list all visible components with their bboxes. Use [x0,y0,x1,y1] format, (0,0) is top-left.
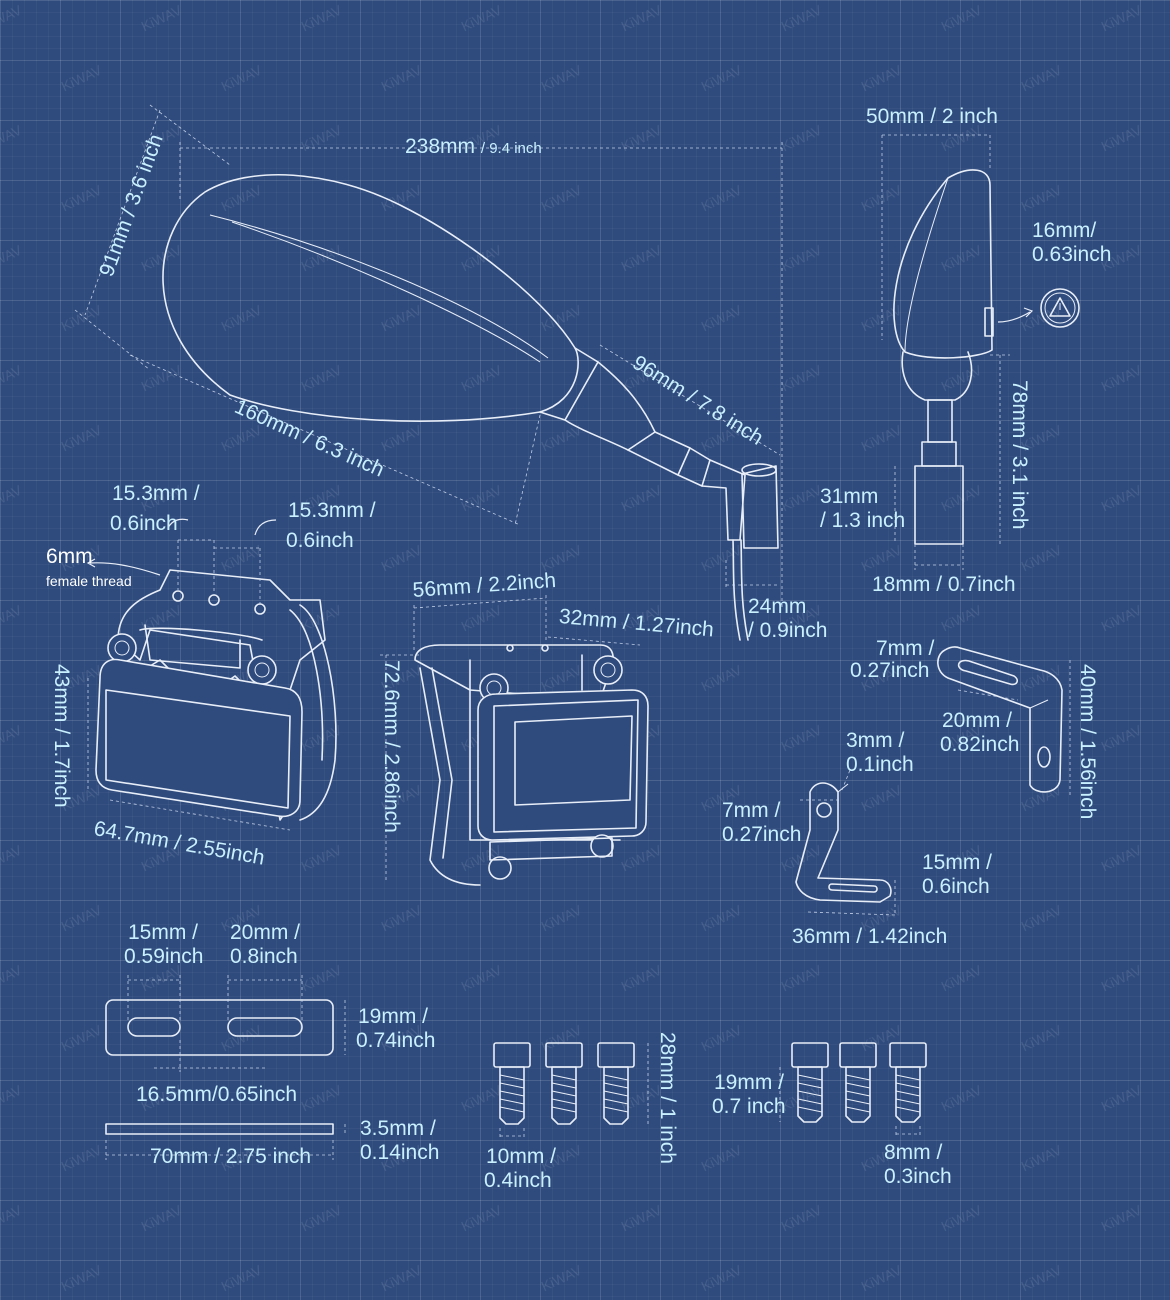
clamp-front-dimension-lines [86,518,291,831]
dim-bracket-small-length: 36mm / 1.42inch [792,925,948,948]
dim-side-thickness: 50mm / 2 inch [866,105,998,128]
dim-plate-slot-left-mm: 15mm / [128,921,199,944]
dim-bracket-slot-length-inch: 0.82inch [940,733,1020,756]
bracket-large [937,646,1063,793]
dim-thread-size: 6mm [46,545,93,568]
dim-side-mount-width: 18mm / 0.7inch [872,573,1016,596]
bracket-large-dimension-lines [957,660,1071,795]
dim-thread-label: female thread [46,573,132,589]
bolts-short [779,1042,927,1138]
mirror-front-view [162,174,779,641]
dim-light-mm: 16mm/ [1032,219,1097,242]
dim-hole-right-mm: 15.3mm / [288,499,376,522]
bolt-short-1 [791,1042,829,1123]
dim-mirror-bolt-mm: 24mm [748,595,807,618]
mounting-plate [105,999,334,1135]
dim-bolt-short-length-inch: 0.7 inch [712,1095,786,1118]
dim-bracket-large-height: 40mm / 1.56inch [1076,664,1099,820]
dim-clamp-side-height: 72.6mm / 2.86inch [380,660,403,833]
dim-plate-slot-right-inch: 0.8inch [230,945,298,968]
bolts-long [493,1042,649,1140]
bolt-short-2 [839,1042,877,1123]
bolt-short-3 [889,1042,927,1123]
dim-light-inch: 0.63inch [1032,243,1112,266]
side-view-dimension-lines [881,134,1010,570]
dim-bracket-small-thickness-inch: 0.1inch [846,753,914,776]
plate-dimension-lines [105,975,346,1160]
bolt-long-1 [493,1042,531,1125]
dim-hole-right-inch: 0.6inch [286,529,354,552]
clamp-side-view [414,644,649,886]
dim-bolt-short-diameter-mm: 8mm / [884,1141,943,1164]
clamp-front-view [95,569,337,821]
dim-plate-slot-right-mm: 20mm / [230,921,301,944]
dim-side-mount-inch: / 1.3 inch [820,509,906,532]
dim-bracket-small-hole-inch: 0.27inch [722,823,802,846]
bracket-small-dimension-lines [800,769,896,916]
dim-side-mount-mm: 31mm [820,485,879,508]
dim-hole-left-mm: 15.3mm / [112,482,200,505]
dim-bracket-small-width-mm: 15mm / [922,851,993,874]
dim-bracket-small-thickness-mm: 3mm / [846,729,905,752]
clamp-side-dimension-lines [380,595,641,880]
bolt-long-2 [545,1042,583,1125]
dim-bracket-slot-inch: 0.27inch [850,659,930,682]
dim-plate-length: 70mm / 2.75 inch [150,1145,312,1168]
dim-bolt-long-diameter-inch: 0.4inch [484,1169,552,1192]
dim-plate-thickness-mm: 3.5mm / [360,1117,436,1140]
dim-side-stem-height: 78mm / 3.1 inch [1008,380,1031,530]
dim-bracket-small-hole-mm: 7mm / [722,799,781,822]
dim-plate-slot-left-inch: 0.59inch [124,945,204,968]
dim-bracket-small-width-inch: 0.6inch [922,875,990,898]
mirror-side-view [893,169,1080,545]
dim-plate-spacing: 16.5mm/0.65inch [136,1083,298,1106]
dim-mirror-width: 238mm / 9.4 inch [405,135,542,158]
dim-plate-height-mm: 19mm / [358,1005,429,1028]
mirror-dimension-lines [74,104,783,610]
bolt-long-3 [597,1042,635,1125]
dim-bracket-slot-mm: 7mm / [876,637,935,660]
dim-clamp-front-height: 43mm / 1.7inch [50,664,73,808]
dim-hole-left-inch: 0.6inch [110,512,178,535]
dim-bolt-long-length: 28mm / 1 inch [656,1032,679,1164]
dim-plate-height-inch: 0.74inch [356,1029,436,1052]
dim-mirror-bolt-inch: / 0.9inch [748,619,828,642]
dim-bolt-long-diameter-mm: 10mm / [486,1145,557,1168]
dim-bracket-slot-length-mm: 20mm / [942,709,1013,732]
bracket-small [795,782,892,903]
dim-plate-thickness-inch: 0.14inch [360,1141,440,1164]
dim-bolt-short-length-mm: 19mm / [714,1071,785,1094]
dim-bolt-short-diameter-inch: 0.3inch [884,1165,952,1188]
